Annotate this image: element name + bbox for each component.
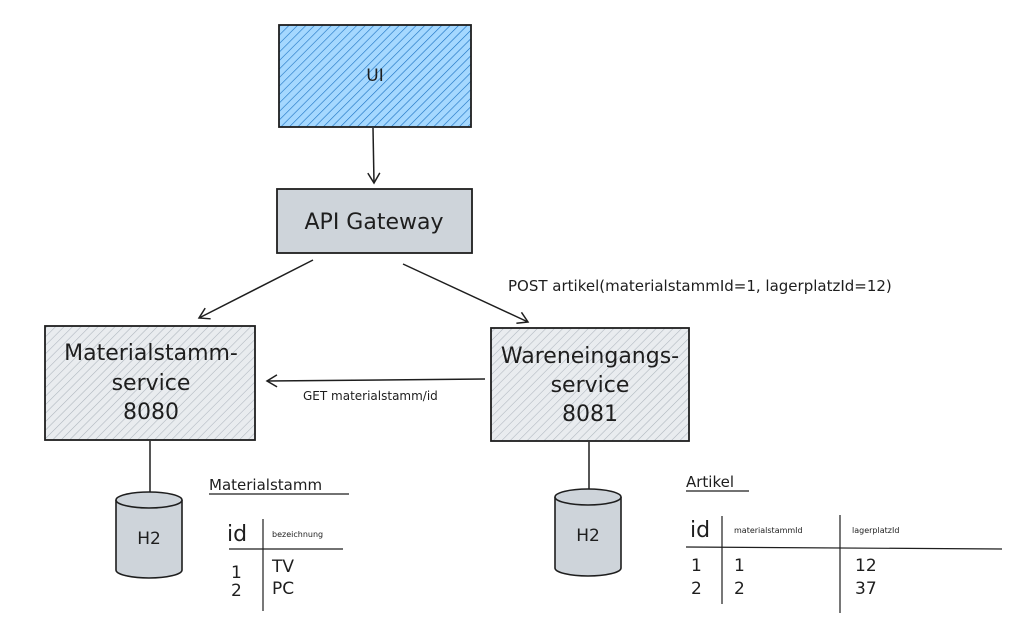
artikel-table: Artikel id materialstammId lagerplatzId … [685,473,1003,613]
artikel-header-lagerplatzid: lagerplatzId [852,526,899,535]
wareneingangs-service-box[interactable]: Wareneingangs- service 8081 [490,327,690,442]
db-left-label: H2 [137,529,161,549]
gateway-to-wareneingang-arrow [402,263,530,324]
wareneingangs-service-name: Wareneingangs- [501,344,679,369]
materialstamm-service-port: 8080 [123,400,179,425]
materialstamm-service-box[interactable]: Materialstamm- service 8080 [44,325,256,441]
materialstamm-header-id: id [227,522,247,547]
materialstamm-header-bezeichnung: bezeichnung [272,530,323,539]
get-materialstamm-arrow [265,374,486,388]
materialstamm-table-title: Materialstamm [209,476,322,494]
ui-box[interactable]: UI [278,24,472,128]
materialstamm-row2-name: PC [272,579,294,599]
api-gateway-box[interactable]: API Gateway [276,188,473,254]
db-left-cylinder[interactable]: H2 [115,491,183,579]
artikel-row1-lagerplatzid: 12 [855,556,877,576]
artikel-table-title: Artikel [686,473,734,491]
ui-box-label: UI [366,66,383,86]
get-edge-label: GET materialstamm/id [303,389,438,403]
materialstamm-row1-name: TV [271,557,294,577]
artikel-row2-lagerplatzid: 37 [855,579,877,599]
artikel-header-materialstammid: materialstammId [734,526,803,535]
db-right-cylinder[interactable]: H2 [554,488,622,577]
artikel-row2-materialstammid: 2 [734,579,745,599]
wareneingangs-service-port: 8081 [562,402,618,427]
post-edge-label: POST artikel(materialstammId=1, lagerpla… [508,277,892,295]
wareneingangs-service-suffix: service [551,373,630,398]
materialstamm-service-suffix: service [112,371,191,396]
materialstamm-row1-id: 1 [231,563,242,583]
materialstamm-service-name: Materialstamm- [64,341,238,366]
artikel-header-id: id [690,518,710,543]
gateway-to-materialstamm-arrow [197,259,314,320]
materialstamm-table: Materialstamm id bezeichnung 1 TV 2 PC [209,476,349,611]
artikel-row2-id: 2 [691,579,702,599]
api-gateway-label: API Gateway [305,210,444,235]
ui-to-gateway-arrow [367,127,381,185]
db-right-label: H2 [576,526,600,546]
materialstamm-row2-id: 2 [231,581,242,601]
artikel-header-divider [685,546,1003,550]
artikel-row1-materialstammid: 1 [734,556,745,576]
artikel-row1-id: 1 [691,556,702,576]
